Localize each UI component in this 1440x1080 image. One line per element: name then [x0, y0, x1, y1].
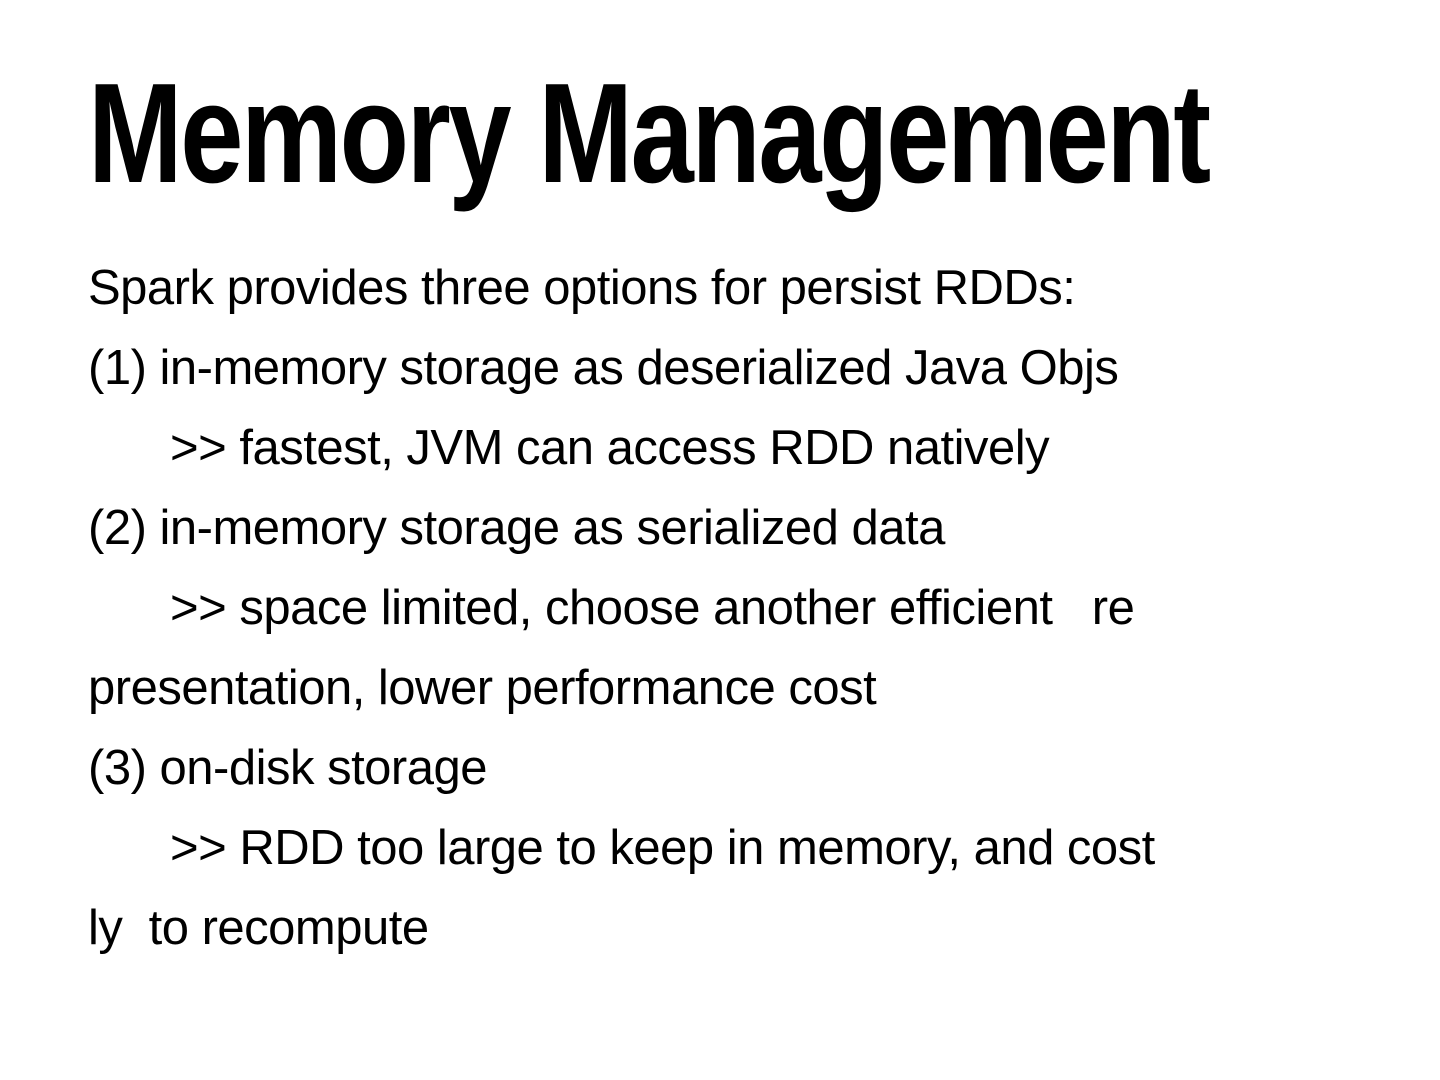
body-line: (3) on-disk storage: [88, 741, 488, 795]
body-line: ly to recompute: [88, 901, 429, 955]
body-line: Spark provides three options for persist…: [88, 261, 1076, 315]
slide-body: Spark provides three options for persist…: [88, 248, 1418, 968]
body-line: >> space limited, choose another efficie…: [170, 581, 1135, 635]
body-line: (2) in-memory storage as serialized data: [88, 501, 945, 555]
body-line: presentation, lower performance cost: [88, 661, 877, 715]
body-line: >> fastest, JVM can access RDD natively: [170, 421, 1050, 475]
body-line: (1) in-memory storage as deserialized Ja…: [88, 341, 1119, 395]
body-line: >> RDD too large to keep in memory, and …: [170, 821, 1155, 875]
slide-title: Memory Management: [88, 54, 1211, 213]
